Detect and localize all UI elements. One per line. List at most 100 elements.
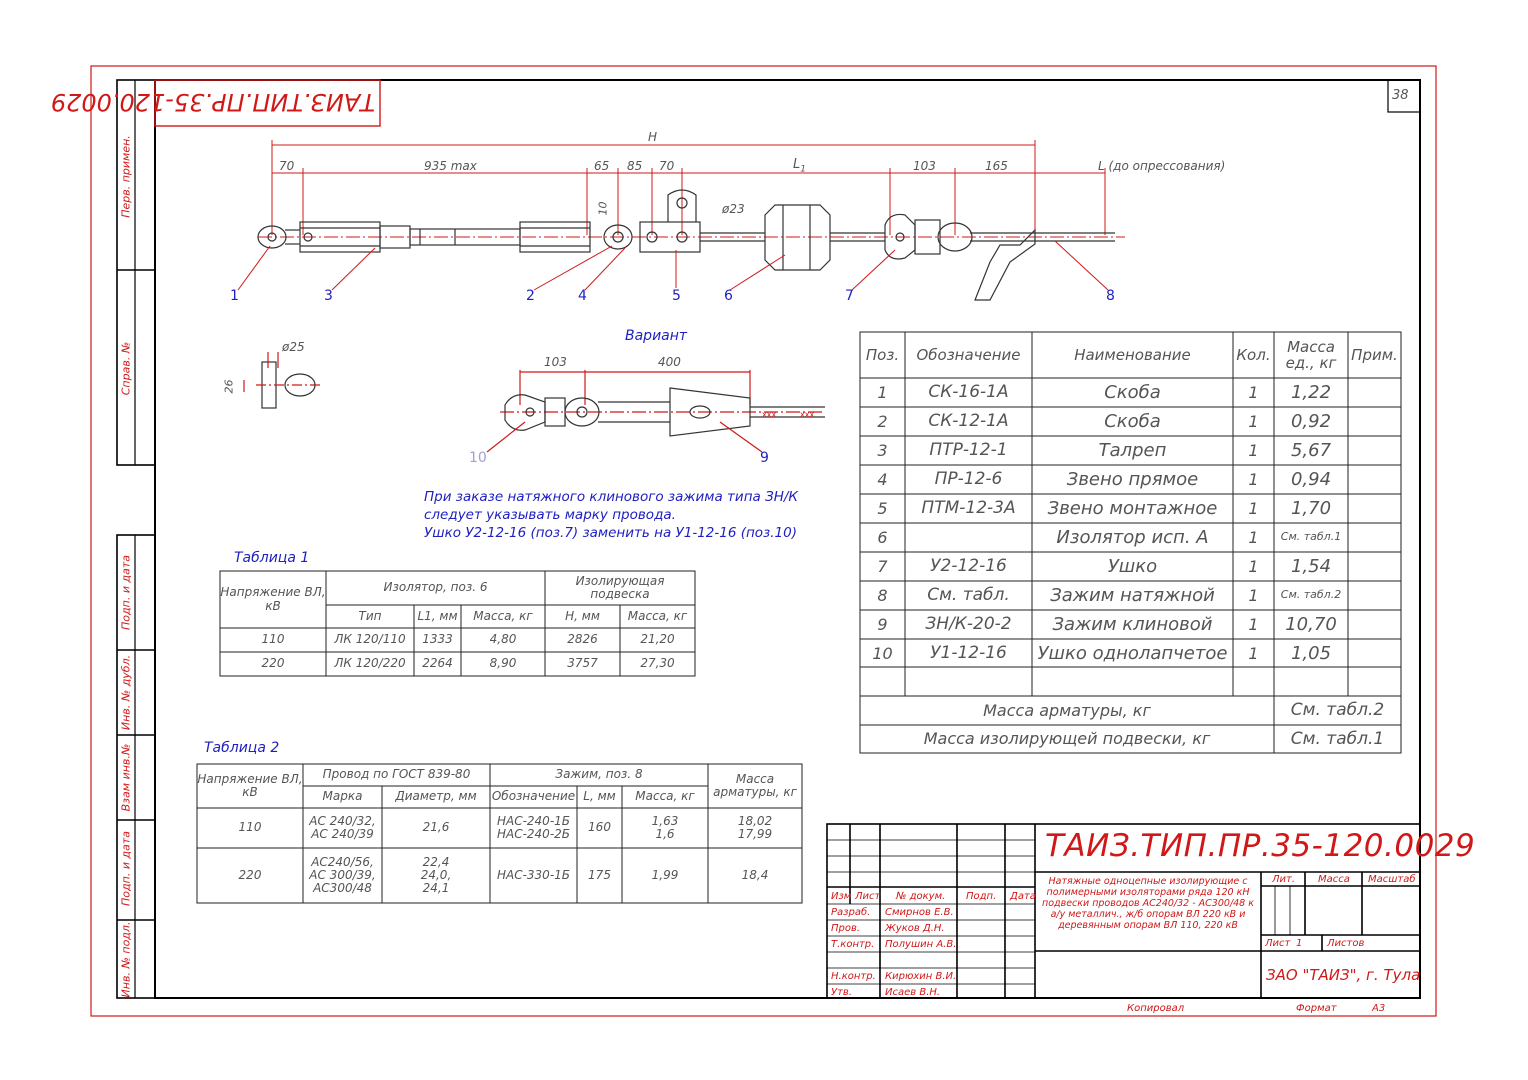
spec-h-qty: Кол.: [1236, 345, 1271, 364]
t2-r2-diam-3: 24,1: [422, 881, 450, 896]
dim-H: H: [648, 130, 658, 144]
spec-row-9-col-1: 9: [877, 614, 888, 634]
spec-row-8-col-3: Зажим натяжной: [1050, 584, 1215, 606]
t1-r2-type: ЛК 120/220: [334, 656, 406, 671]
titleblock-description: Натяжные одноцепные изолирующие с полиме…: [1036, 876, 1260, 931]
side-label-vzam-inv: Взам инв.№: [119, 743, 133, 812]
spec-table-grid: [859, 331, 1402, 754]
table2-grid: [196, 763, 803, 904]
spec-row-8-col-1: 8: [877, 585, 888, 605]
tb-role-3: Т.контр.: [831, 939, 875, 950]
t1-r1-v: 110: [261, 632, 285, 647]
dim-85: 85: [627, 159, 643, 173]
t1-r2-mass: 8,90: [489, 656, 517, 671]
spec-row-3-col-1: 3: [877, 440, 888, 460]
t1-h-insulator: Изолятор, поз. 6: [383, 580, 488, 595]
dim-phi25: ø25: [282, 340, 305, 354]
t2-r1-L: 160: [588, 820, 611, 835]
spec-row-7-col-5: 1,54: [1290, 555, 1332, 577]
spec-row-3-col-5: 5,67: [1290, 439, 1332, 461]
tb-sheet-value: 1: [1296, 938, 1303, 949]
spec-row-8-col-2: См. табл.: [927, 585, 1010, 606]
spec-row-4-col-2: ПР-12-6: [934, 469, 1003, 490]
side-label-podp-data-2: Подп. и дата: [119, 831, 133, 906]
dim-L1: L1: [793, 157, 806, 175]
t2-r2-L: 175: [588, 867, 611, 882]
spec-row-9-col-5: 10,70: [1285, 613, 1337, 635]
spec-h-desig: Обозначение: [916, 345, 1021, 364]
variant-pos-9: 9: [760, 450, 769, 466]
variant-mark-2: xxx: [800, 410, 815, 419]
main-assembly-drawing: [258, 140, 1125, 238]
spec-row-1-col-4: 1: [1248, 382, 1259, 402]
tb-role-5: Н.контр.: [831, 971, 876, 982]
t2-r1-mark: АС 240/32,АС 240/39: [303, 808, 382, 848]
left-strip-bottom: [116, 534, 156, 999]
t2-r1-mass-2: 1,6: [655, 827, 675, 841]
t2-h-mass: Масса, кг: [635, 789, 695, 804]
tb-name-2: Жуков Д.Н.: [885, 923, 945, 934]
table1-title: Таблица 1: [234, 550, 310, 566]
t1-h-h: Н, мм: [565, 608, 600, 623]
t1-h-l1: L1, мм: [417, 608, 458, 623]
spec-h-mass: Масса ед., кг: [1285, 337, 1337, 372]
table1-grid: [219, 570, 696, 677]
title-block-grid: [826, 823, 1421, 999]
spec-row-3-col-2: ПТР-12-1: [929, 440, 1008, 461]
spec-row-5-col-4: 1: [1248, 498, 1259, 518]
t2-r1-mass-1: 1,63: [651, 813, 679, 828]
tb-h-list: Лист: [855, 891, 881, 902]
spec-arm-label: Масса арматуры, кг: [983, 700, 1151, 720]
variant-title: Вариант: [625, 328, 688, 344]
spec-row-8-col-5: См. табл.2: [1280, 588, 1342, 602]
note-line-3: Ушко У2-12-16 (поз.7) заменить на У1-12-…: [424, 525, 797, 541]
tb-h-masshtab: Масштаб: [1368, 874, 1416, 885]
dim-165: 165: [985, 159, 1008, 173]
spec-row-2-col-2: СК-12-1А: [928, 411, 1009, 432]
pos-6: 6: [724, 288, 733, 304]
t2-r2-arm: 18,4: [741, 867, 769, 882]
t2-h-mark: Марка: [322, 789, 363, 804]
spec-row-9-col-4: 1: [1248, 614, 1259, 634]
spec-row-9-col-2: ЗН/К-20-2: [925, 614, 1012, 635]
t2-r1-desig-2: НАС-240-2Б: [496, 827, 571, 841]
spec-arm-value: См. табл.2: [1290, 700, 1385, 721]
t1-r2-mass2: 27,30: [640, 656, 675, 671]
pos-7: 7: [845, 288, 854, 304]
t1-h-suspension: Изолирующая подвеска: [575, 573, 665, 601]
assembly-parts: [257, 189, 1115, 301]
spec-row-6-col-5: См. табл.1: [1280, 530, 1342, 544]
title-block-rows: [827, 839, 1291, 985]
spec-row-2-col-5: 0,92: [1290, 410, 1332, 432]
t2-r1-arm-2: 17,99: [737, 827, 773, 841]
spec-row-2-col-3: Скоба: [1104, 410, 1161, 432]
spec-row-10-col-5: 1,05: [1290, 642, 1332, 664]
stamp-code-mirrored: ТАИЗ.ТИП.ПР.35-120.0029: [50, 88, 375, 116]
t2-r1-mark-2: АС 240/39: [311, 827, 374, 841]
table2-title: Таблица 2: [204, 740, 280, 756]
spec-row-10-col-1: 10: [872, 643, 893, 663]
tb-h-lit: Лит.: [1272, 874, 1296, 885]
t2-r2-mark-1: АС240/56,: [311, 854, 374, 869]
t2-r1-diam: 21,6: [422, 820, 450, 835]
t2-r2-mass: 1,99: [651, 867, 679, 882]
t1-r2-l1: 2264: [422, 656, 453, 671]
spec-row-3-col-3: Талреп: [1098, 439, 1167, 461]
t2-r1-v: 110: [238, 820, 262, 835]
t2-h-wire: Провод по ГОСТ 839-80: [322, 767, 471, 782]
pos-8: 8: [1106, 288, 1115, 304]
pos-1: 1: [230, 288, 239, 304]
desc-line-3: подвески проводов АС240/32 - АС300/48 к: [1042, 898, 1254, 909]
desc-line-4: а/у металлич., ж/б опорам ВЛ 220 кВ и: [1050, 909, 1246, 920]
t1-r1-l1: 1333: [422, 632, 453, 647]
left-strip-top: [116, 79, 156, 466]
spec-row-7-col-3: Ушко: [1107, 555, 1158, 577]
dim-70a: 70: [279, 159, 295, 173]
t2-h-desig: Обозначение: [491, 789, 576, 804]
spec-h-note: Прим.: [1351, 345, 1398, 364]
spec-row-6-col-4: 1: [1248, 527, 1259, 547]
spec-row-3-col-4: 1: [1248, 440, 1259, 460]
